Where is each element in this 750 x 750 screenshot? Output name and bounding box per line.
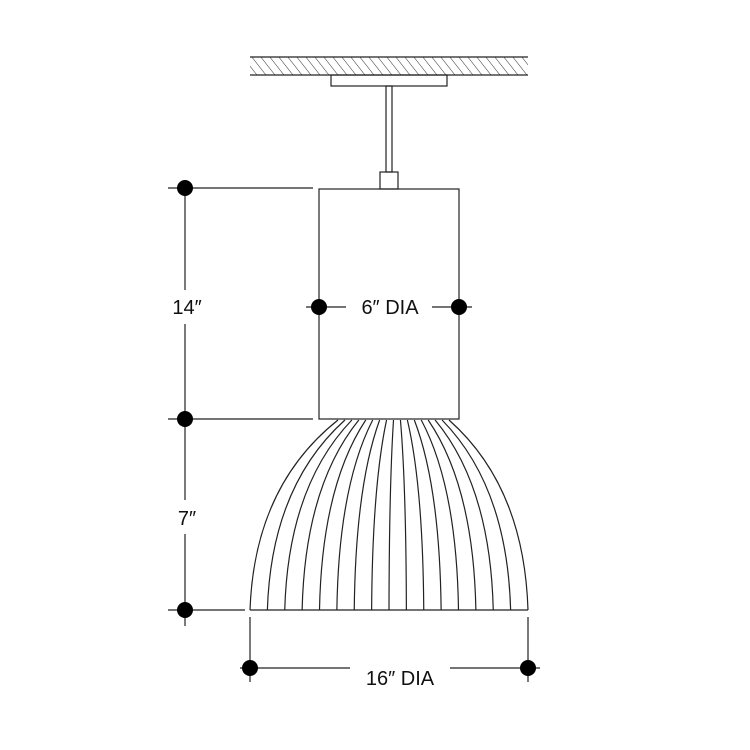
dimension-dot: [311, 299, 327, 315]
cylinder-diameter-dimension: 6″ DIA: [306, 297, 472, 319]
coupler: [379, 171, 399, 190]
shade-rib: [371, 419, 388, 611]
shade-rib: [427, 419, 477, 611]
shade-rib: [318, 419, 367, 611]
shade: [249, 419, 529, 611]
shade-rib: [441, 419, 512, 611]
shade-rib: [406, 419, 425, 611]
dimension-dot: [177, 602, 193, 618]
stem: [385, 85, 393, 173]
ceiling: [250, 56, 528, 76]
shade-diameter-dimension: 16″ DIA: [240, 617, 540, 690]
shade-rib: [448, 419, 529, 611]
dimension-dot: [177, 180, 193, 196]
shade-rib: [388, 419, 395, 611]
cylinder-diameter-label: 6″ DIA: [361, 297, 419, 319]
cylinder-height-label: 14″: [172, 297, 201, 319]
vertical-dimension: 14″ 7″: [165, 180, 313, 626]
shade-rib: [336, 419, 374, 611]
shade-rib: [249, 419, 339, 611]
shade-rib: [301, 419, 360, 611]
dimension-dot: [451, 299, 467, 315]
shade-rib: [399, 419, 407, 611]
shade-rib: [284, 419, 353, 611]
shade-rib: [420, 419, 460, 611]
dimension-dot: [520, 660, 536, 676]
shade-rib: [266, 419, 346, 611]
dimension-dot: [242, 660, 258, 676]
shade-rib: [434, 419, 494, 611]
shade-rib: [413, 419, 442, 611]
dimension-dot: [177, 411, 193, 427]
shade-height-label: 7″: [178, 508, 196, 530]
shade-diameter-label: 16″ DIA: [366, 668, 435, 690]
shade-rib: [353, 419, 381, 611]
canopy: [330, 74, 448, 87]
